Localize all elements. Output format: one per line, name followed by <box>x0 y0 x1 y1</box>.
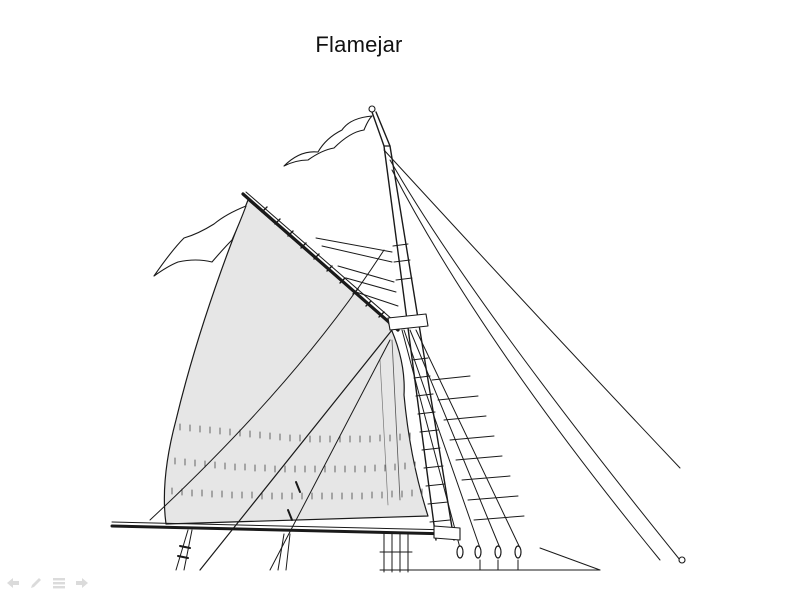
lateen-sail <box>163 199 429 525</box>
pen-icon[interactable] <box>29 576 43 590</box>
menu-icon[interactable] <box>52 576 66 590</box>
boom-spar <box>110 524 454 536</box>
slide-title: Flamejar <box>315 32 403 57</box>
yard-spar <box>241 192 400 332</box>
arrow-right-icon[interactable] <box>75 576 89 590</box>
reef-points <box>171 423 423 500</box>
yard-pennant <box>153 205 247 277</box>
masthead-pennant <box>283 115 373 167</box>
arrow-left-icon[interactable] <box>6 576 20 590</box>
slideshow-nav-bar <box>6 576 89 590</box>
